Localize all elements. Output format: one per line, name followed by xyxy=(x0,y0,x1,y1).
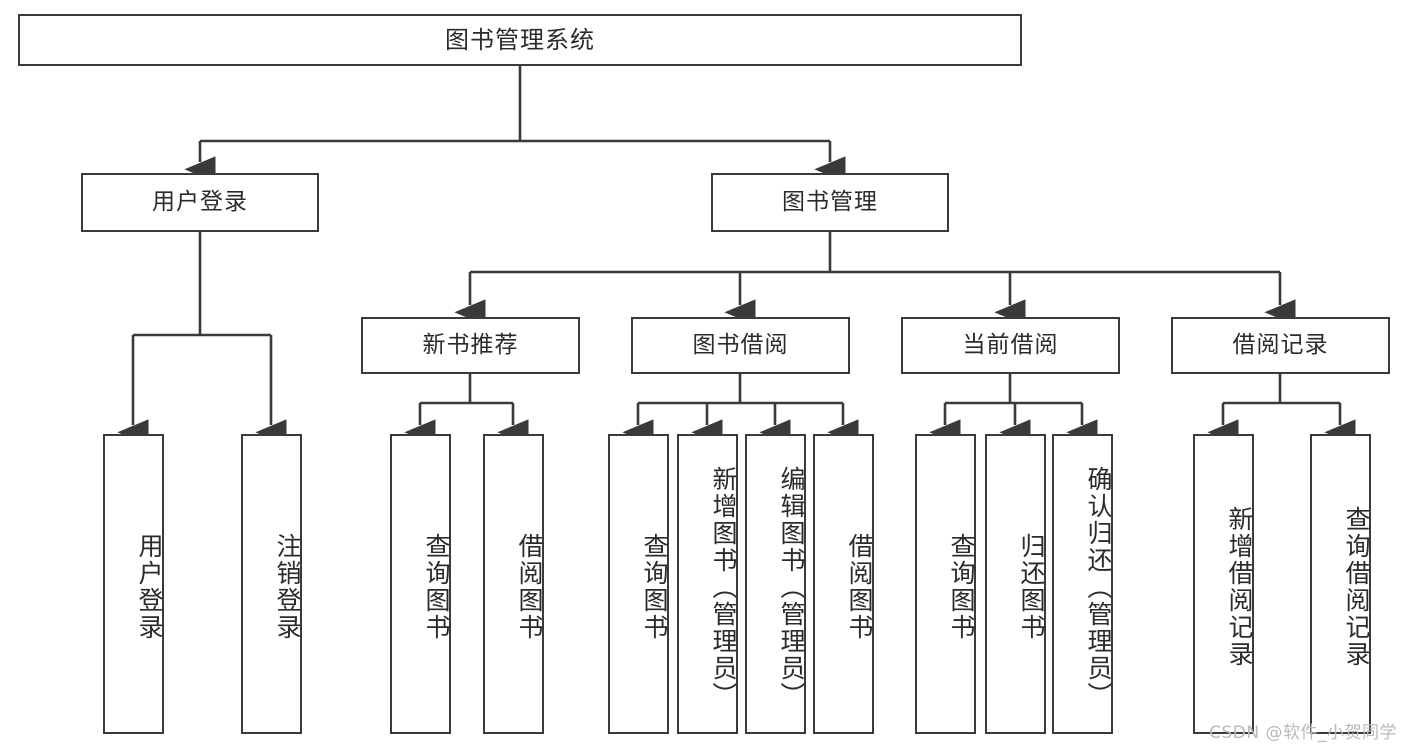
node-user-login[interactable]: 用户登录 xyxy=(81,173,319,232)
leaf-current-confirm-return-label: 确认归还（管理员） xyxy=(1084,465,1113,709)
leaf-borrow-add-book-label: 新增图书（管理员） xyxy=(709,465,738,709)
leaf-record-query-label: 查询借阅记录 xyxy=(1342,506,1371,668)
node-current-borrow-label: 当前借阅 xyxy=(962,331,1059,358)
leaf-borrow-query-book[interactable]: 查询图书 xyxy=(608,434,669,734)
leaf-current-return-book[interactable]: 归还图书 xyxy=(985,434,1046,734)
leaf-new-book-borrow[interactable]: 借阅图书 xyxy=(483,434,544,734)
node-book-management-label: 图书管理 xyxy=(782,188,878,215)
node-root-label: 图书管理系统 xyxy=(445,25,595,54)
node-book-management[interactable]: 图书管理 xyxy=(711,173,949,232)
leaf-record-add[interactable]: 新增借阅记录 xyxy=(1193,434,1254,734)
leaf-current-confirm-return[interactable]: 确认归还（管理员） xyxy=(1052,434,1113,734)
leaf-borrow-add-book[interactable]: 新增图书（管理员） xyxy=(677,434,738,734)
node-root-system[interactable]: 图书管理系统 xyxy=(18,14,1022,66)
leaf-logout-label: 注销登录 xyxy=(273,533,302,641)
node-new-book-recommend-label: 新书推荐 xyxy=(422,331,519,358)
leaf-borrow-query-book-label: 查询图书 xyxy=(640,533,669,641)
node-borrow-records[interactable]: 借阅记录 xyxy=(1171,317,1390,374)
leaf-user-login[interactable]: 用户登录 xyxy=(103,434,164,734)
leaf-user-login-label: 用户登录 xyxy=(135,533,164,641)
leaf-borrow-edit-book[interactable]: 编辑图书（管理员） xyxy=(745,434,806,734)
leaf-borrow-edit-book-label: 编辑图书（管理员） xyxy=(777,465,806,709)
leaf-borrow-borrow-book-label: 借阅图书 xyxy=(845,533,874,641)
leaf-current-query-book[interactable]: 查询图书 xyxy=(915,434,976,734)
leaf-new-book-query-label: 查询图书 xyxy=(422,533,451,641)
leaf-record-query[interactable]: 查询借阅记录 xyxy=(1310,434,1371,734)
leaf-borrow-borrow-book[interactable]: 借阅图书 xyxy=(813,434,874,734)
node-borrow-records-label: 借阅记录 xyxy=(1232,331,1329,358)
leaf-new-book-query[interactable]: 查询图书 xyxy=(390,434,451,734)
watermark-text: CSDN @软件_小贺同学 xyxy=(1209,723,1397,743)
node-book-borrow[interactable]: 图书借阅 xyxy=(631,317,850,374)
node-new-book-recommend[interactable]: 新书推荐 xyxy=(361,317,580,374)
node-current-borrow[interactable]: 当前借阅 xyxy=(901,317,1120,374)
node-user-login-label: 用户登录 xyxy=(152,188,248,215)
leaf-current-return-book-label: 归还图书 xyxy=(1017,533,1046,641)
leaf-logout[interactable]: 注销登录 xyxy=(241,434,302,734)
node-book-borrow-label: 图书借阅 xyxy=(692,331,789,358)
leaf-new-book-borrow-label: 借阅图书 xyxy=(515,533,544,641)
leaf-record-add-label: 新增借阅记录 xyxy=(1225,506,1254,668)
leaf-current-query-book-label: 查询图书 xyxy=(947,533,976,641)
